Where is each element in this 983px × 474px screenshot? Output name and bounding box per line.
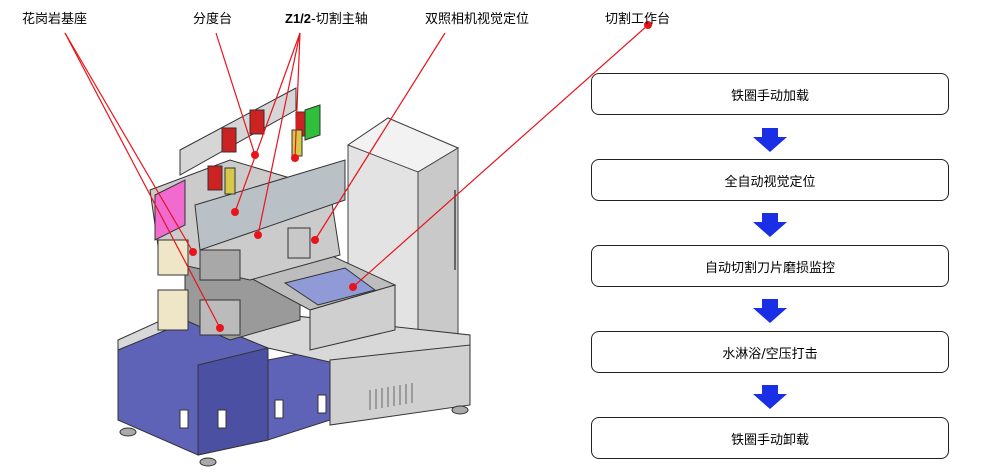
label-spindle-prefix: Z1/2 (285, 11, 312, 26)
pointer-lines (64, 24, 649, 329)
flow-step-1: 铁圈手动加载 (591, 73, 949, 115)
flow-step-3: 自动切割刀片磨损监控 (591, 245, 949, 287)
flow-step-4: 水淋浴/空压打击 (591, 331, 949, 373)
label-spindle: Z1/2-切割主轴 (285, 8, 368, 27)
flow-step-4-label: 水淋浴/空压打击 (722, 346, 818, 362)
flow-arrow-3 (753, 299, 787, 323)
flow-step-3-label: 自动切割刀片磨损监控 (704, 260, 835, 276)
pointer-dots (189, 21, 652, 332)
label-indexing-table: 分度台 (193, 12, 233, 27)
flow-step-2: 全自动视觉定位 (591, 159, 949, 201)
flow-step-5: 铁圈手动卸载 (591, 417, 949, 459)
flow-arrow-1 (753, 128, 787, 152)
flow-step-2-label: 全自动视觉定位 (724, 174, 816, 190)
flow-arrow-2 (753, 213, 787, 237)
flow-step-1-label: 铁圈手动加载 (730, 88, 809, 104)
flow-arrow-4 (753, 385, 787, 409)
label-granite-base: 花岗岩基座 (22, 12, 88, 27)
label-cutting-table: 切割工作台 (605, 12, 671, 27)
flow-step-5-label: 铁圈手动卸载 (730, 432, 809, 448)
label-dual-camera: 双照相机视觉定位 (425, 12, 530, 27)
label-spindle-suffix: -切割主轴 (311, 12, 368, 27)
machine-base-frame (117, 304, 471, 467)
gantry-assembly (149, 87, 346, 336)
